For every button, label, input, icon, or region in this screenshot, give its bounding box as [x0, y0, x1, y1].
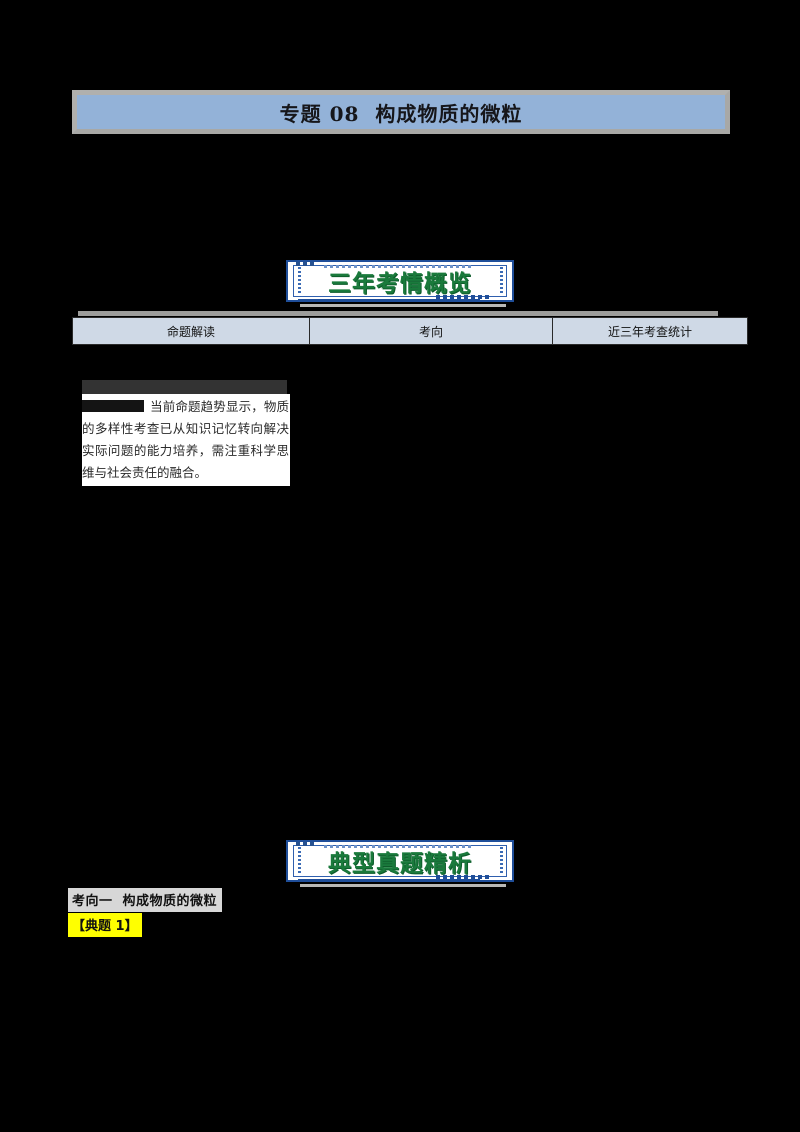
banner-bottom-rule — [298, 879, 480, 881]
banner-shadow — [300, 304, 506, 307]
banner-inner-frame — [293, 265, 507, 297]
overview-body-block: 当前命题趋势显示，物质的多样性考查已从知识记忆转向解决实际问题的能力培养，需注重… — [82, 380, 290, 486]
banner-tick-left-icon — [298, 847, 301, 875]
banner-dash-top-icon — [324, 265, 474, 268]
table-header-cell-direction: 考向 — [309, 317, 553, 345]
section-banner-overview: 三年考情概览 — [286, 256, 514, 307]
question-tag: 【典题 1】 — [68, 913, 142, 937]
redacted-heading-bar — [82, 380, 287, 394]
section-banner-overview-label: 三年考情概览 — [328, 271, 472, 297]
banner-dash-bottom-icon — [436, 295, 490, 299]
section-banner-analysis-label: 典型真题精析 — [328, 851, 472, 877]
table-header-cell-interpretation: 命题解读 — [72, 317, 310, 345]
banner-tick-right-icon — [500, 267, 503, 295]
banner-bottom-rule — [298, 299, 480, 301]
table-header-row: 命题解读 考向 近三年考查统计 — [72, 317, 748, 345]
overview-paragraph: 当前命题趋势显示，物质的多样性考查已从知识记忆转向解决实际问题的能力培养，需注重… — [82, 394, 290, 486]
banner-tick-left-icon — [298, 267, 301, 295]
banner-dash-bottom-icon — [436, 875, 490, 879]
banner-shadow — [300, 884, 506, 887]
exam-direction-heading: 考向一 构成物质的微粒 — [68, 888, 223, 912]
banner-tick-right-icon — [500, 847, 503, 875]
banner-dot-decoration-icon — [296, 262, 316, 266]
redacted-lead-bar — [82, 400, 144, 412]
banner-dot-decoration-icon — [296, 842, 316, 846]
table-header-cell-statistics: 近三年考查统计 — [552, 317, 748, 345]
banner-dash-top-icon — [324, 845, 474, 848]
overview-paragraph-text: 当前命题趋势显示，物质的多样性考查已从知识记忆转向解决实际问题的能力培养，需注重… — [82, 399, 289, 480]
section-banner-analysis: 典型真题精析 — [286, 836, 514, 887]
page-title: 专题 08 构成物质的微粒 — [279, 101, 523, 126]
overview-table-shadow — [78, 311, 718, 316]
page-title-banner: 专题 08 构成物质的微粒 — [72, 90, 730, 134]
overview-table: 命题解读 考向 近三年考查统计 — [72, 317, 748, 345]
